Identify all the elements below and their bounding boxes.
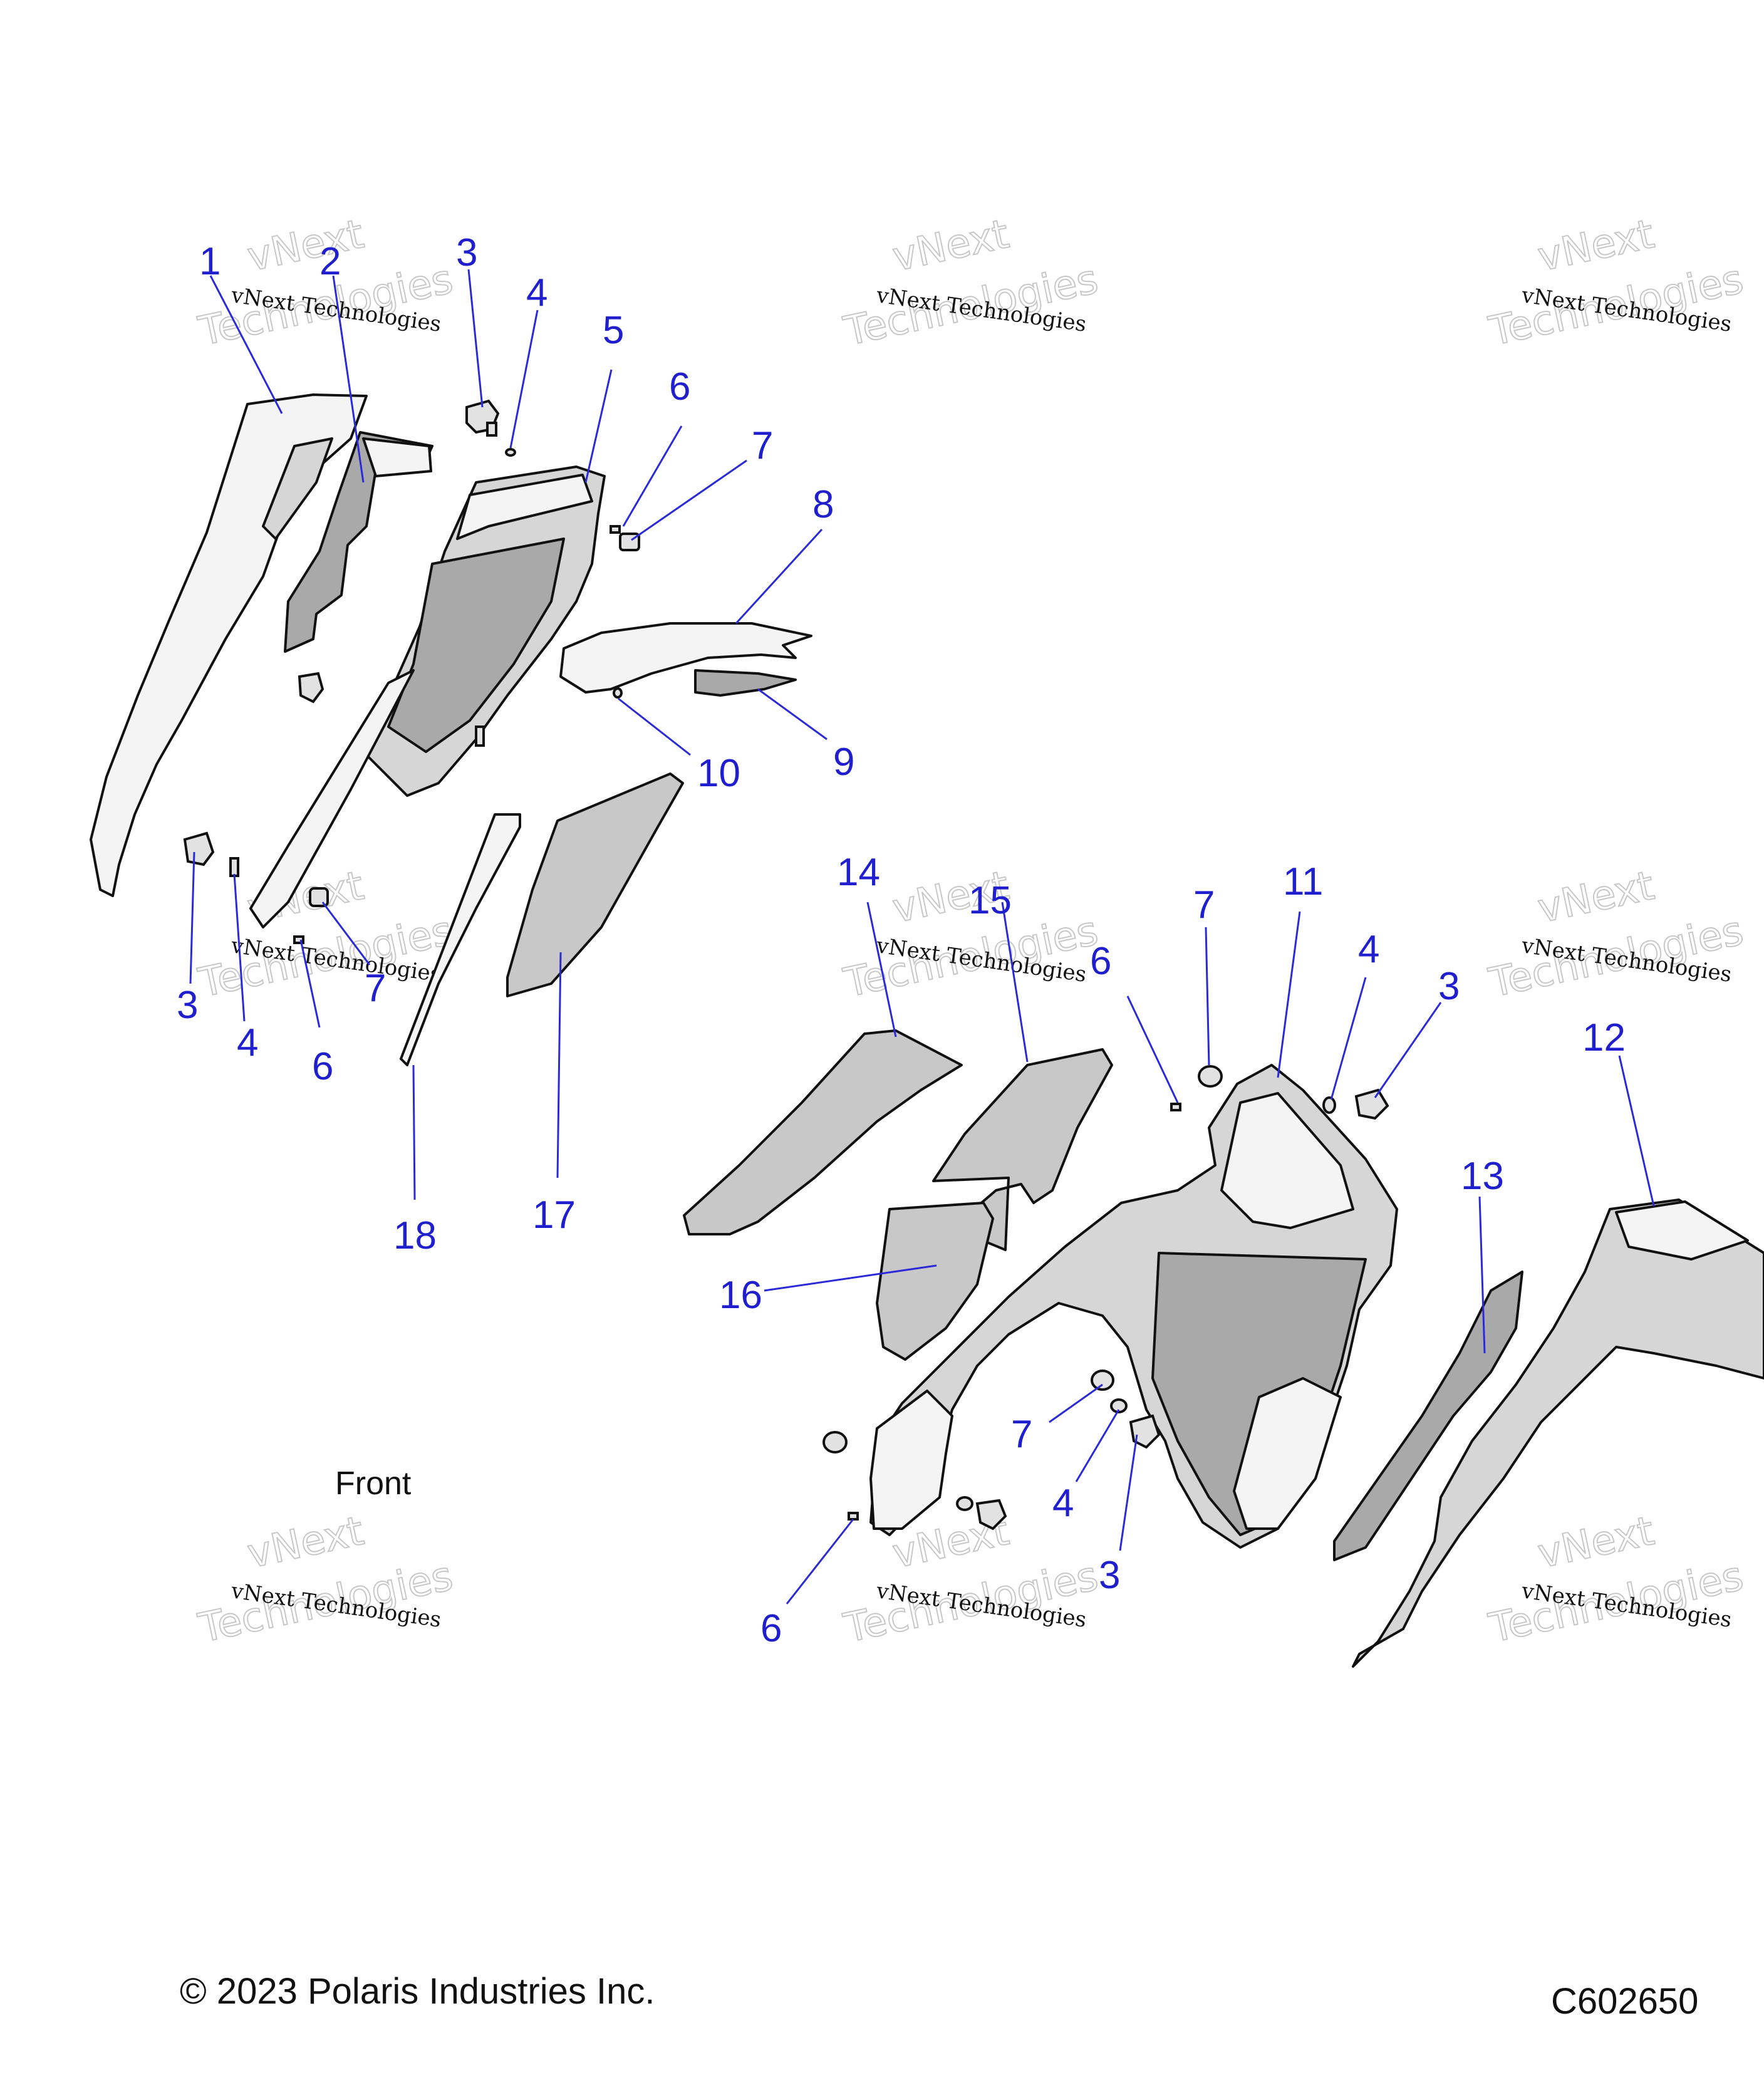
callout-12: 12 xyxy=(1582,1016,1626,1059)
leader-lines xyxy=(189,269,1655,1604)
part-12-side-panel xyxy=(1352,1198,1764,1668)
callout-11: 11 xyxy=(1283,860,1323,903)
part-17-large-pad xyxy=(506,772,684,997)
hardware-clip-left-bottom xyxy=(975,1499,1007,1531)
part-11-fender-upper-cutout xyxy=(1220,1092,1354,1229)
callout-14: 14 xyxy=(837,851,880,894)
hardware-bracket-mid xyxy=(475,725,485,747)
callout-17: 17 xyxy=(532,1193,576,1237)
hardware-screw-6-right-bottom xyxy=(848,1512,859,1521)
callout-7: 7 xyxy=(365,967,386,1010)
callout-4: 4 xyxy=(1358,928,1379,971)
callout-7: 7 xyxy=(1193,883,1215,927)
callout-3: 3 xyxy=(1099,1554,1120,1597)
hardware-grommet-7-left xyxy=(309,887,329,907)
hardware-grommet-left-bottom xyxy=(822,1431,848,1453)
callout-6: 6 xyxy=(1090,940,1111,983)
hardware-grommet-7-right-top xyxy=(1198,1065,1223,1088)
hardware-washer-4-right-bottom xyxy=(1110,1398,1128,1413)
callout-18: 18 xyxy=(393,1214,437,1257)
part-12-side-panel-top xyxy=(1615,1200,1749,1261)
callout-16: 16 xyxy=(719,1274,762,1317)
hardware-grommet-7-right-bottom xyxy=(1091,1370,1114,1391)
hardware-washer-4-top xyxy=(505,448,516,457)
callout-4: 4 xyxy=(526,271,547,315)
svg-text:vNext: vNext xyxy=(1534,863,1658,932)
callout-8: 8 xyxy=(812,483,834,526)
svg-text:vNext: vNext xyxy=(1534,1508,1658,1578)
part-14-long-pad xyxy=(683,1029,963,1235)
hardware-screw-6-top xyxy=(610,525,621,534)
callout-13: 13 xyxy=(1461,1155,1504,1198)
watermark-line2: vNext xyxy=(244,211,368,281)
hardware-clip-3-right-bottom xyxy=(1129,1414,1161,1449)
part-5-frame-top xyxy=(456,474,593,540)
callout-9: 9 xyxy=(833,741,854,784)
callout-2: 2 xyxy=(319,240,341,283)
callout-7: 7 xyxy=(752,424,773,467)
hardware-screw-6-left xyxy=(293,935,304,944)
callout-6: 6 xyxy=(760,1607,782,1650)
callout-15: 15 xyxy=(968,879,1012,922)
part-16-lower-pad xyxy=(876,1202,994,1361)
hardware-clip-3-right-top xyxy=(1354,1088,1389,1120)
hardware-washer-4-right-top xyxy=(1322,1096,1336,1114)
hardware-plug-10 xyxy=(613,687,623,699)
front-label: Front xyxy=(335,1465,412,1502)
part-18-slim-pad xyxy=(400,813,521,1066)
callout-1: 1 xyxy=(199,240,220,283)
callout-6: 6 xyxy=(312,1045,333,1088)
svg-text:vNext: vNext xyxy=(1534,211,1658,281)
callout-7: 7 xyxy=(1011,1413,1032,1456)
callout-4: 4 xyxy=(237,1021,258,1064)
callout-3: 3 xyxy=(177,984,198,1027)
part-11-mount-bracket xyxy=(869,1390,953,1530)
hardware-clip-3-left xyxy=(183,831,215,866)
part-11-fender-lower-pad xyxy=(1233,1377,1342,1530)
svg-text:vNext: vNext xyxy=(889,211,1013,281)
hardware-spring-4-left xyxy=(229,857,239,877)
figure-code: C602650 xyxy=(1551,1981,1699,2022)
part-2-heat-shield-tab xyxy=(362,437,432,477)
part-1-side-panel-inner xyxy=(262,437,333,540)
part-13-liner xyxy=(1333,1271,1523,1561)
callout-5: 5 xyxy=(603,309,624,352)
hardware-clip-mid xyxy=(298,672,324,704)
part-5-frame-arm xyxy=(249,669,415,928)
part-15-upper-pad xyxy=(932,1048,1113,1251)
copyright-text: © 2023 Polaris Industries Inc. xyxy=(180,1971,655,2012)
svg-text:vNext: vNext xyxy=(244,1508,368,1578)
part-1-side-panel xyxy=(90,393,368,897)
hardware-clip-3-top xyxy=(465,399,500,437)
part-9-trim-insert xyxy=(694,669,797,697)
hardware-washer-left-bottom xyxy=(956,1496,973,1511)
callout-6: 6 xyxy=(669,365,690,408)
callout-3: 3 xyxy=(1438,965,1460,1008)
hardware-screw-6-right-top xyxy=(1170,1103,1181,1111)
callout-3: 3 xyxy=(456,231,477,274)
callout-10: 10 xyxy=(697,752,740,795)
part-8-trim-piece xyxy=(559,622,812,694)
callout-4: 4 xyxy=(1052,1482,1074,1525)
